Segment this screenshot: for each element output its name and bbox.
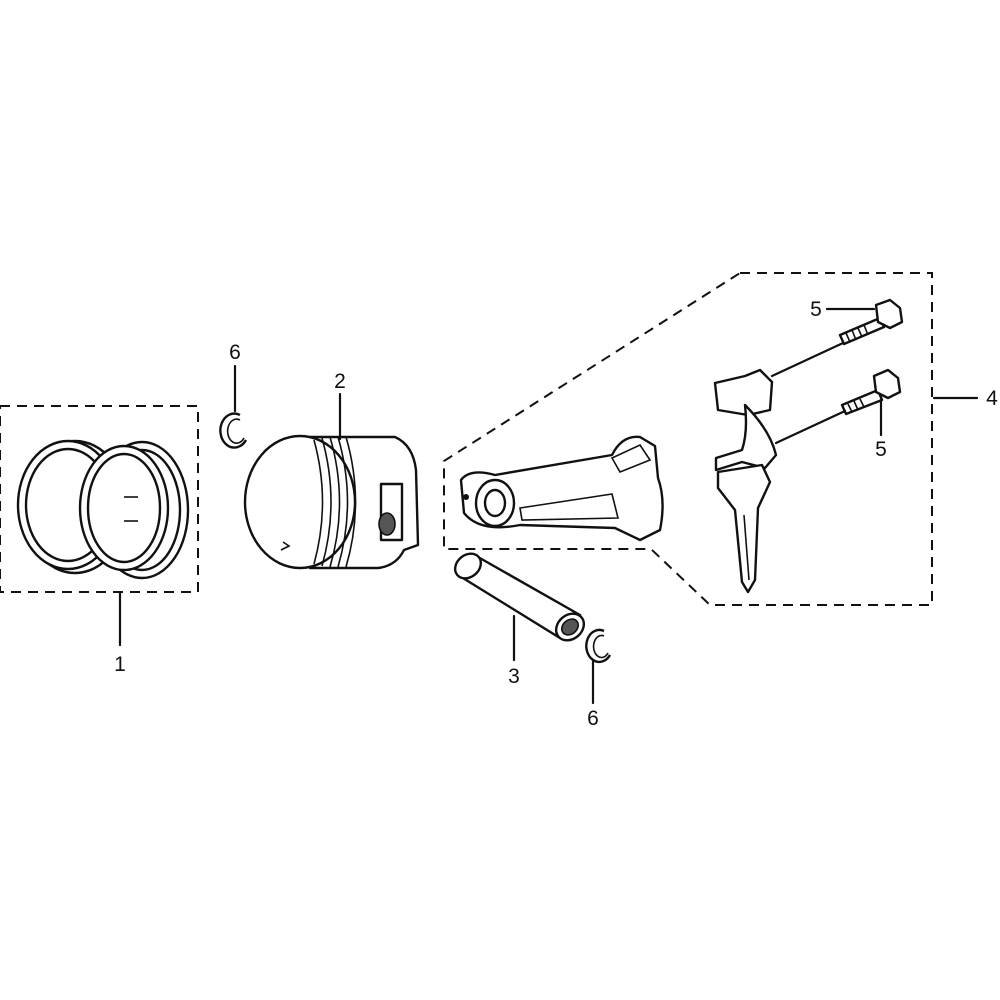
rod-assembly-frame: [443, 272, 933, 606]
callout-5-upper: 5: [810, 298, 822, 321]
rod-bolt-upper: 5: [770, 298, 904, 378]
callout-1: 1: [114, 653, 126, 676]
callout-3: 3: [508, 665, 520, 688]
connecting-rod-assembly: 4 5: [443, 272, 998, 606]
pin-clip-left: 6: [219, 341, 248, 449]
piston-pin: 3: [453, 552, 586, 688]
rings-group-frame: [0, 405, 199, 593]
piston-rings-group: 1: [0, 405, 199, 676]
callout-2: 2: [334, 370, 346, 393]
rod-cap: [713, 368, 778, 594]
callout-4: 4: [986, 387, 998, 410]
rod-bolt-lower: 5: [774, 368, 902, 461]
piston-rings-drawing: [16, 439, 190, 580]
callout-6-right: 6: [587, 707, 599, 730]
callout-5-lower: 5: [875, 438, 887, 461]
piston: 2: [243, 370, 420, 570]
connecting-rod: [459, 435, 664, 542]
pin-clip-right: 6: [585, 628, 612, 730]
callout-6-left: 6: [229, 341, 241, 364]
